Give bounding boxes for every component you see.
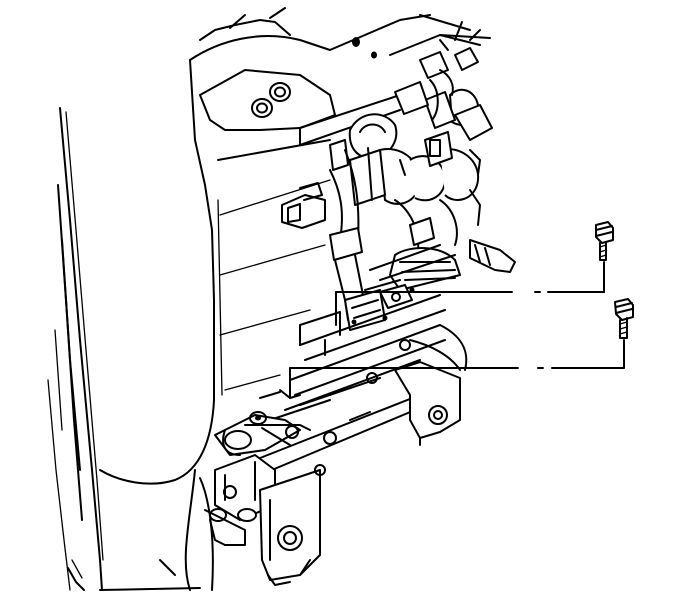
lower-bracket-assembly [204, 287, 468, 586]
wiring-harness [329, 21, 493, 321]
callout-leader-upper [335, 261, 605, 326]
mounting-bolt-upper [595, 221, 614, 261]
core-ribs [217, 139, 331, 391]
fuel-rail [344, 239, 516, 331]
callout-leader-lower [289, 339, 625, 399]
mounting-bolt-lower [614, 298, 634, 339]
misc-details [159, 139, 481, 576]
fan-shroud [99, 59, 223, 591]
radiator-core [47, 107, 104, 591]
electrical-connector [281, 182, 326, 229]
